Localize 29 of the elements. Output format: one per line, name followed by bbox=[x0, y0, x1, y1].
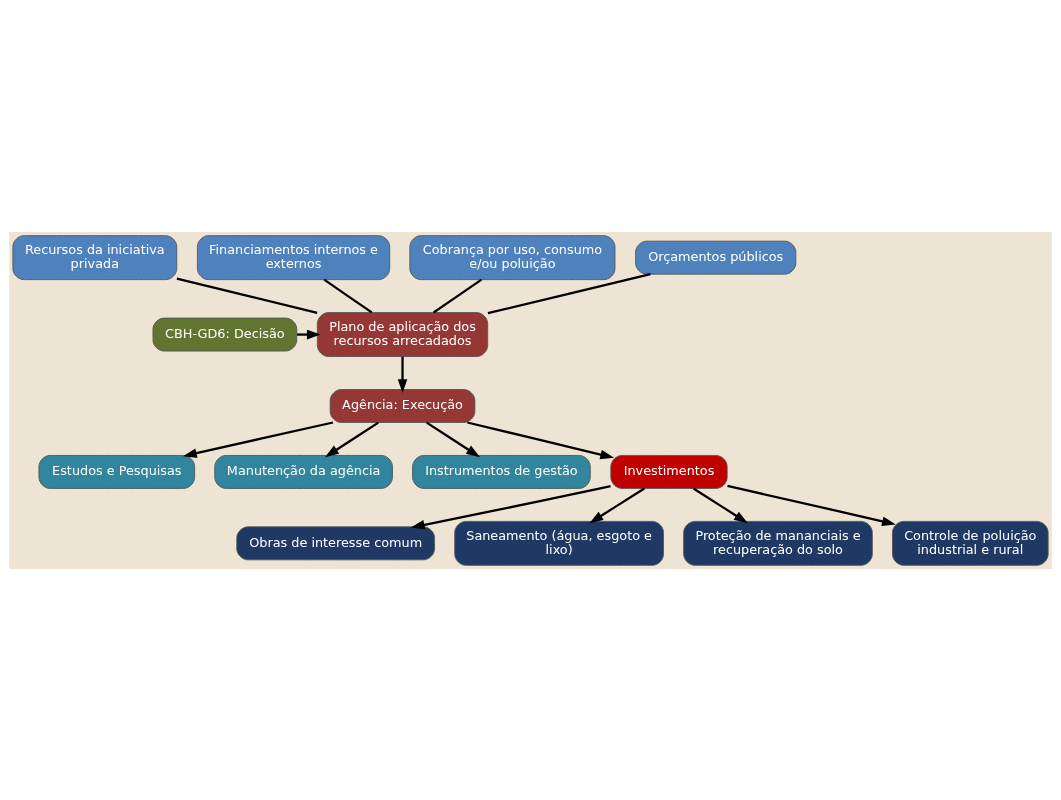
node-box: Instrumentos de gestão bbox=[412, 454, 591, 489]
node-box: CBH-GD6: Decisão bbox=[152, 317, 298, 351]
node-box: Financiamentos internos e externos bbox=[196, 234, 391, 280]
node-box: Estudos e Pesquisas bbox=[38, 454, 196, 489]
node-box: Proteção de mananciais e recuperação do solo bbox=[683, 520, 873, 566]
node-box: Plano de aplicação dos recursos arrecadados bbox=[316, 311, 489, 357]
node-box: Controle de poluição industrial e rural bbox=[892, 520, 1049, 566]
node-box: Recursos da iniciativa privada bbox=[12, 234, 178, 280]
node-box: Obras de interesse comum bbox=[236, 525, 436, 560]
arrow bbox=[325, 421, 379, 457]
node-box: Orçamentos públicos bbox=[635, 240, 797, 275]
arrow bbox=[467, 420, 615, 459]
connector bbox=[323, 278, 373, 313]
node-box: Saneamento (água, esgoto e lixo) bbox=[454, 520, 664, 566]
node-box: Manutenção da agência bbox=[214, 454, 393, 489]
arrow bbox=[692, 487, 748, 523]
node-box: Cobrança por uso, consumo e/ou poluição bbox=[409, 234, 616, 280]
arrow bbox=[183, 420, 334, 458]
arrow bbox=[397, 356, 408, 393]
connector bbox=[487, 272, 651, 314]
connector bbox=[432, 278, 483, 313]
connector bbox=[176, 276, 318, 314]
node-box: Agência: Execução bbox=[329, 388, 476, 423]
arrow bbox=[727, 484, 896, 526]
arrow bbox=[426, 421, 481, 457]
node-box: Investimentos bbox=[610, 454, 728, 489]
arrow bbox=[297, 329, 321, 339]
arrow bbox=[589, 487, 645, 523]
arrow bbox=[410, 484, 611, 530]
